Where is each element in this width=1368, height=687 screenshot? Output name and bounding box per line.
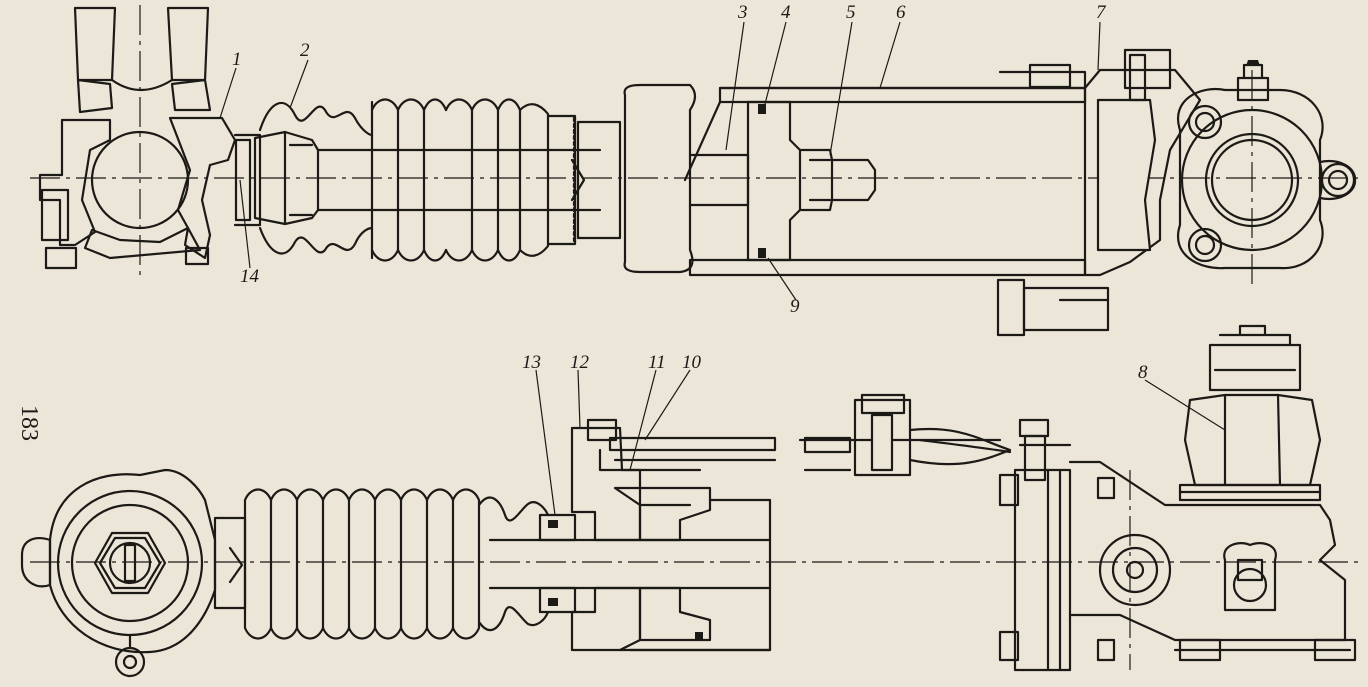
lower-power-cylinder-assembly [20,324,1357,678]
callout-leaders [219,21,1226,516]
callout-5: 5 [846,2,856,23]
callout-1: 1 [232,49,242,70]
callout-6: 6 [896,2,906,23]
upper-tie-rod-assembly [38,6,1357,337]
callout-9: 9 [790,296,800,317]
callout-3: 3 [737,2,748,23]
callout-4: 4 [781,2,791,23]
callout-13: 13 [522,352,541,373]
callout-numbers: 1 2 3 4 5 6 7 8 9 10 11 12 13 14 [232,2,1148,383]
callout-8: 8 [1138,362,1148,383]
callout-10: 10 [682,352,702,373]
callout-11: 11 [648,352,666,373]
page-number: 183 [16,405,42,441]
callout-12: 12 [570,352,590,373]
callout-7: 7 [1096,2,1107,23]
callout-14: 14 [240,266,260,287]
callout-2: 2 [300,40,310,61]
center-lines [30,5,1360,670]
